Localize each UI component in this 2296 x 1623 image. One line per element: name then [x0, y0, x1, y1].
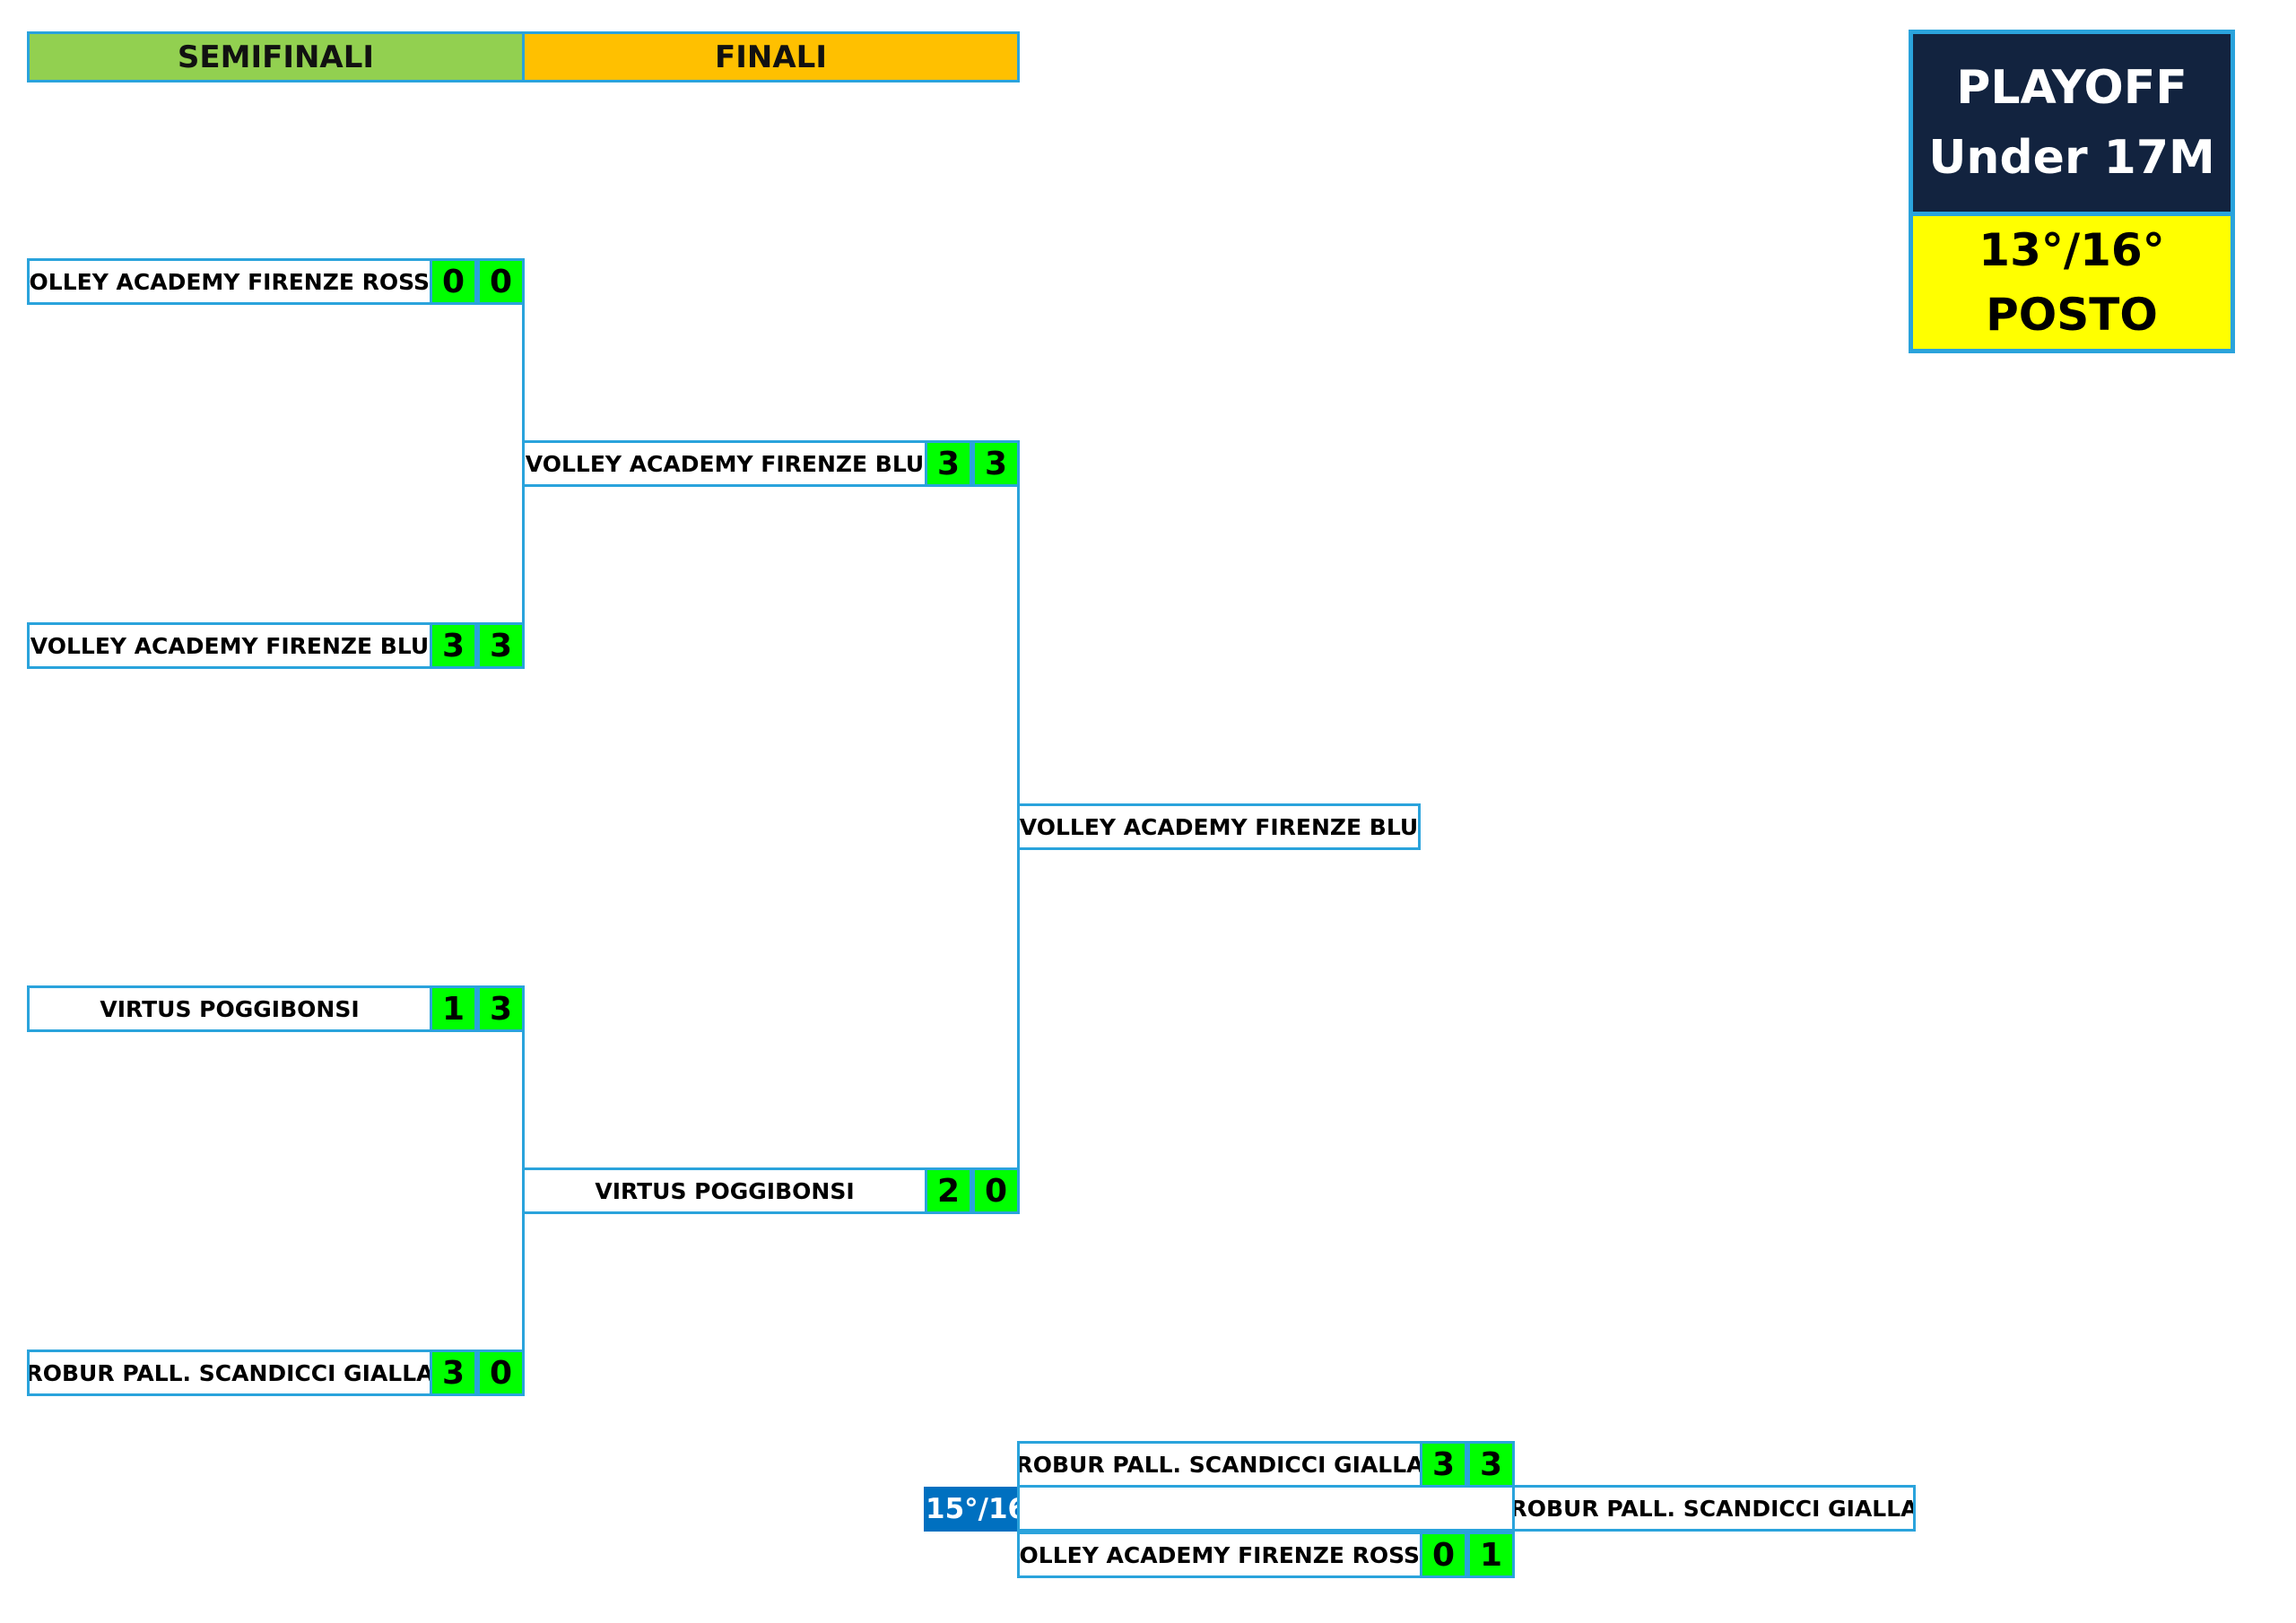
team-name: VOLLEY ACADEMY FIRENZE BLU: [27, 622, 432, 669]
team-name: VIRTUS POGGIBONSI: [522, 1167, 927, 1214]
score-2: 0: [477, 1350, 525, 1396]
header-semifinali: SEMIFINALI: [27, 31, 525, 82]
team-name: VOLLEY ACADEMY FIRENZE BLU: [522, 440, 927, 487]
score-1: 3: [430, 1350, 477, 1396]
score-2: 1: [1467, 1532, 1515, 1578]
score-2: 3: [477, 622, 525, 669]
team-name: VIRTUS POGGIBONSI: [27, 985, 432, 1032]
score-1: 3: [1420, 1441, 1467, 1488]
score-2: 3: [1467, 1441, 1515, 1488]
header-finali: FINALI: [522, 31, 1020, 82]
winner-box: VOLLEY ACADEMY FIRENZE BLU: [1017, 803, 1421, 850]
score-1: 3: [430, 622, 477, 669]
score-1: 2: [925, 1167, 972, 1214]
team-name: VOLLEY ACADEMY FIRENZE ROSSA: [1017, 1532, 1422, 1578]
score-2: 3: [477, 985, 525, 1032]
place-line1: 13°/16°: [1979, 224, 2165, 276]
score-2: 0: [477, 258, 525, 305]
team-name: VOLLEY ACADEMY FIRENZE ROSSA: [27, 258, 432, 305]
consolation-label: 15°/16°: [924, 1487, 1021, 1532]
title-line2: Under 17M: [1928, 131, 2215, 185]
score-1: 1: [430, 985, 477, 1032]
score-1: 3: [925, 440, 972, 487]
place-range-box: 13°/16° POSTO: [1909, 212, 2235, 353]
score-1: 0: [1420, 1532, 1467, 1578]
playoff-title: PLAYOFF Under 17M: [1909, 30, 2235, 216]
consolation-winner-box: ROBUR PALL. SCANDICCI GIALLA: [1512, 1485, 1916, 1532]
title-line1: PLAYOFF: [1956, 61, 2187, 115]
score-2: 3: [972, 440, 1020, 487]
score-2: 0: [972, 1167, 1020, 1214]
team-name: ROBUR PALL. SCANDICCI GIALLA: [27, 1350, 432, 1396]
place-line2: POSTO: [1986, 289, 2158, 341]
score-1: 0: [430, 258, 477, 305]
team-name: ROBUR PALL. SCANDICCI GIALLA: [1017, 1441, 1422, 1488]
consolation-spacer: [1017, 1485, 1515, 1532]
